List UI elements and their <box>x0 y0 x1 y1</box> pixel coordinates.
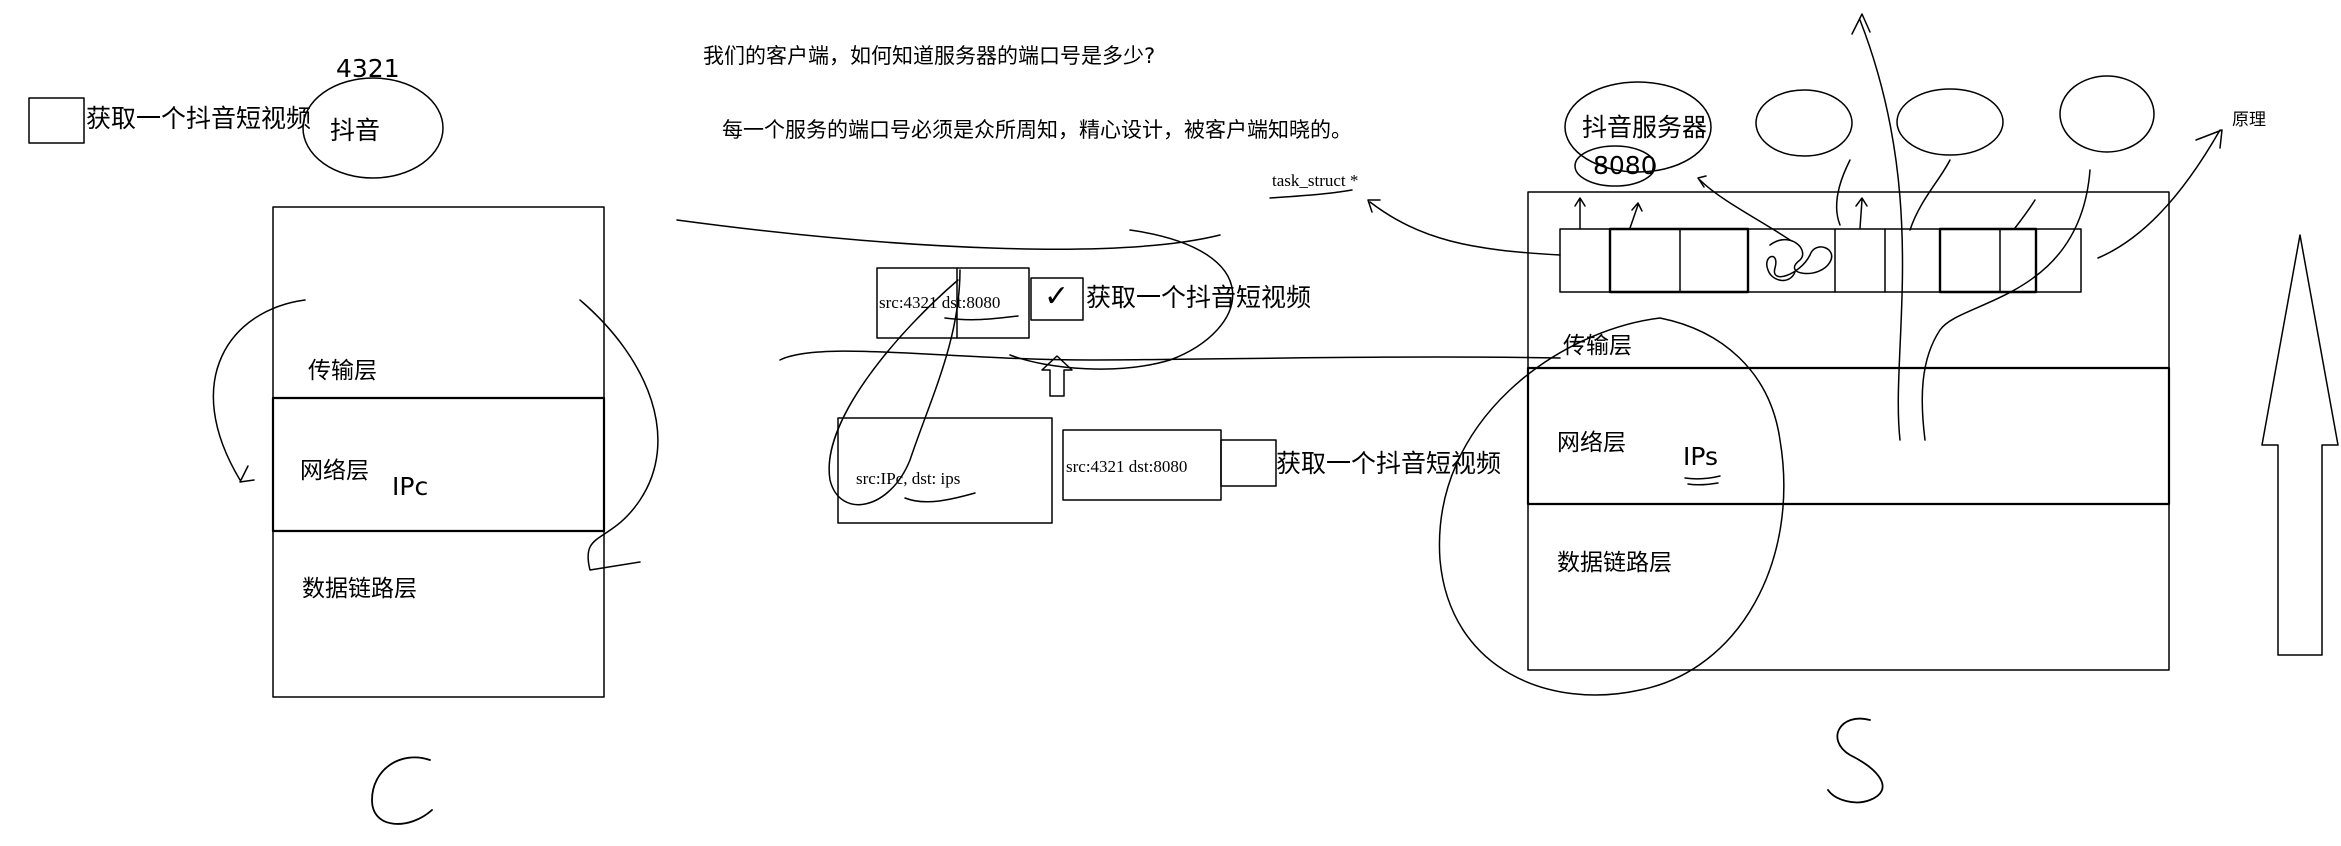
client-app-ellipse <box>302 77 444 179</box>
network-header: src:IPc, dst: ips <box>856 469 961 488</box>
transport-payload-box <box>1030 277 1084 321</box>
transport-header: src:4321 dst:8080 <box>879 293 1001 312</box>
cell-arrow-3 <box>1855 197 1868 229</box>
network-underline <box>904 492 976 503</box>
check-mark: ✓ <box>1044 279 1070 314</box>
principle-arrow <box>2097 129 2221 259</box>
server-network-layer: 网络层 <box>1557 430 1626 456</box>
server-app-port: 8080 <box>1593 151 1657 180</box>
long-up-curve-1-head <box>1851 13 1871 35</box>
swoosh-top <box>676 219 1221 250</box>
server-ellipse-2 <box>1755 89 1853 157</box>
client-stack-box <box>272 206 605 698</box>
task-struct-arrow-head <box>1367 199 1381 213</box>
client-app-port: 4321 <box>336 54 400 83</box>
up-arrow-small <box>1041 355 1073 397</box>
client-datalink-layer: 数据链路层 <box>302 576 417 602</box>
port-cells-highlight-a <box>1608 227 1750 294</box>
client-left-curve <box>212 299 306 481</box>
client-left-curve-head <box>239 465 255 483</box>
note-answer: 每一个服务的端口号必须是众所周知，精心设计，被客户端知晓的。 <box>722 118 1352 142</box>
scribble-to-app-arrow-head <box>1697 175 1707 188</box>
client-right-curve <box>579 299 659 571</box>
swoosh-middle <box>779 350 1561 361</box>
network-inner-header: src:4321 dst:8080 <box>1066 457 1188 476</box>
curve-to-ellipse-2 <box>1835 159 1851 226</box>
scribble-to-app-arrow <box>1699 179 1791 241</box>
curve-to-ellipse-3 <box>1909 159 1951 231</box>
client-app-name: 抖音 <box>330 116 381 145</box>
cell-arrow-4 <box>2014 199 2036 229</box>
cell-arrow-2 <box>1629 202 1643 229</box>
server-network-band <box>1526 366 2171 506</box>
client-letter-c-stroke <box>371 756 433 825</box>
task-struct-arrow <box>1369 201 1561 256</box>
ips-underline <box>1684 475 1721 486</box>
server-transport-layer: 传输层 <box>1563 333 1632 359</box>
server-principle: 原理 <box>2232 110 2266 130</box>
server-datalink-layer: 数据链路层 <box>1557 550 1672 576</box>
server-big-loop <box>1438 317 1785 696</box>
server-ellipse-3 <box>1896 88 2004 156</box>
port-scribble <box>1766 238 1833 282</box>
server-task-struct: task_struct * <box>1272 171 1359 190</box>
server-network-ip: IPs <box>1683 442 1719 471</box>
big-up-arrow <box>2261 234 2339 656</box>
client-checkbox-label: 获取一个抖音短视频 <box>86 104 312 133</box>
network-payload: 获取一个抖音短视频 <box>1276 449 1502 478</box>
note-question: 我们的客户端，如何知道服务器的端口号是多少? <box>703 44 1156 68</box>
long-up-curve-1 <box>1859 19 1904 441</box>
task-struct-underline <box>1269 189 1353 199</box>
network-payload-box <box>1220 439 1277 487</box>
server-ellipse-4 <box>2059 75 2155 153</box>
client-network-layer: 网络层 <box>300 458 369 484</box>
port-cells-highlight-b <box>1938 227 2038 294</box>
client-network-ip: IPc <box>392 472 429 501</box>
cell-arrow-1 <box>1574 197 1586 229</box>
client-network-band <box>271 396 606 533</box>
server-app-name: 抖音服务器 <box>1582 113 1708 142</box>
client-checkbox <box>28 97 85 144</box>
network-packet-box <box>837 417 1053 524</box>
transport-payload: 获取一个抖音短视频 <box>1086 283 1312 312</box>
transport-loop <box>828 269 961 506</box>
dst-underline <box>944 315 1019 321</box>
principle-arrow-head <box>2195 129 2223 149</box>
server-port-ellipse <box>1574 145 1656 187</box>
client-transport-layer: 传输层 <box>308 358 377 384</box>
port-array-strip <box>1559 228 2082 293</box>
transport-packet-box <box>876 267 1030 339</box>
long-up-curve-2 <box>1921 169 2091 441</box>
server-letter-s-stroke <box>1827 717 1884 804</box>
swoosh-right <box>1009 229 1234 370</box>
server-app-ellipse <box>1564 81 1712 173</box>
